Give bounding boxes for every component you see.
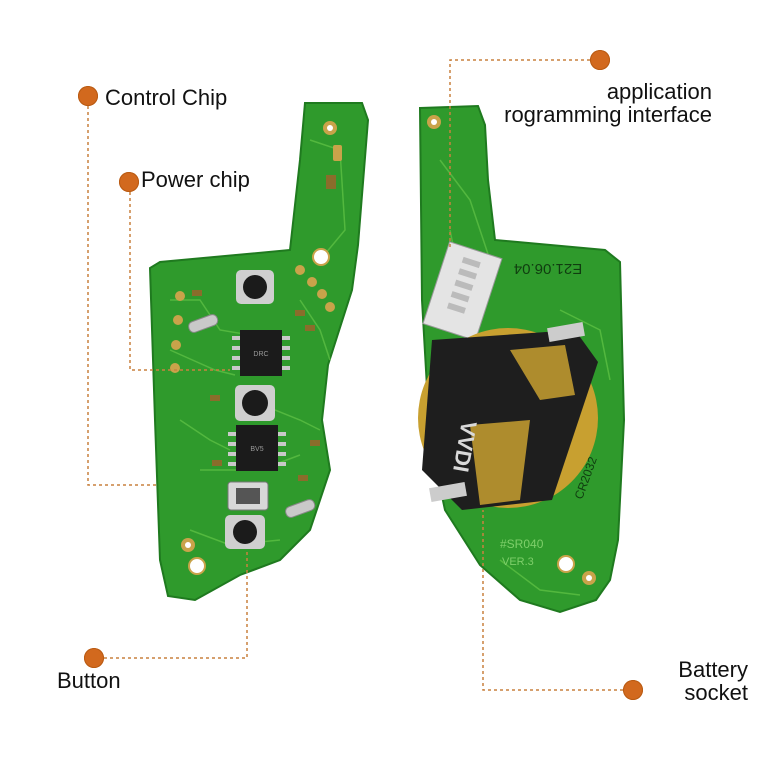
power-chip: BV5 [228,425,286,471]
back-board: E21.06.04 VVDI CR2032 #SR040 VER.3 [418,104,626,614]
button-2 [235,385,275,421]
version-marking: VER.3 [502,556,534,568]
power-chip-label: Power chip [141,167,250,192]
model-marking: #SR040 [500,537,544,551]
battery-dot [623,680,643,700]
programming-connector [422,241,503,342]
leader-api [449,59,590,250]
button-3 [227,481,269,511]
leader-battery [482,510,623,691]
control-chip-dot [78,86,98,106]
leader-lines [87,59,623,691]
api-label-line1: application [606,79,712,104]
battery-label-line2: socket [684,680,748,705]
control-chip: DRC [232,330,290,376]
battery-socket: VVDI CR2032 [418,321,600,510]
date-code: E21.06.04 [514,260,582,277]
front-board: DRC BV5 [148,102,370,602]
button-label: Button [57,668,121,693]
control-chip-label: Control Chip [105,85,228,110]
battery-label-line1: Battery [678,657,748,682]
button-1 [236,270,274,304]
api-label-line2: rogramming interface [504,102,712,127]
button-dot [84,648,104,668]
power-chip-dot [119,172,139,192]
button-4 [225,515,265,549]
leader-control-chip [87,106,158,486]
api-dot [590,50,610,70]
chip2-code: BV5 [250,446,263,453]
chip1-code: DRC [253,351,268,358]
